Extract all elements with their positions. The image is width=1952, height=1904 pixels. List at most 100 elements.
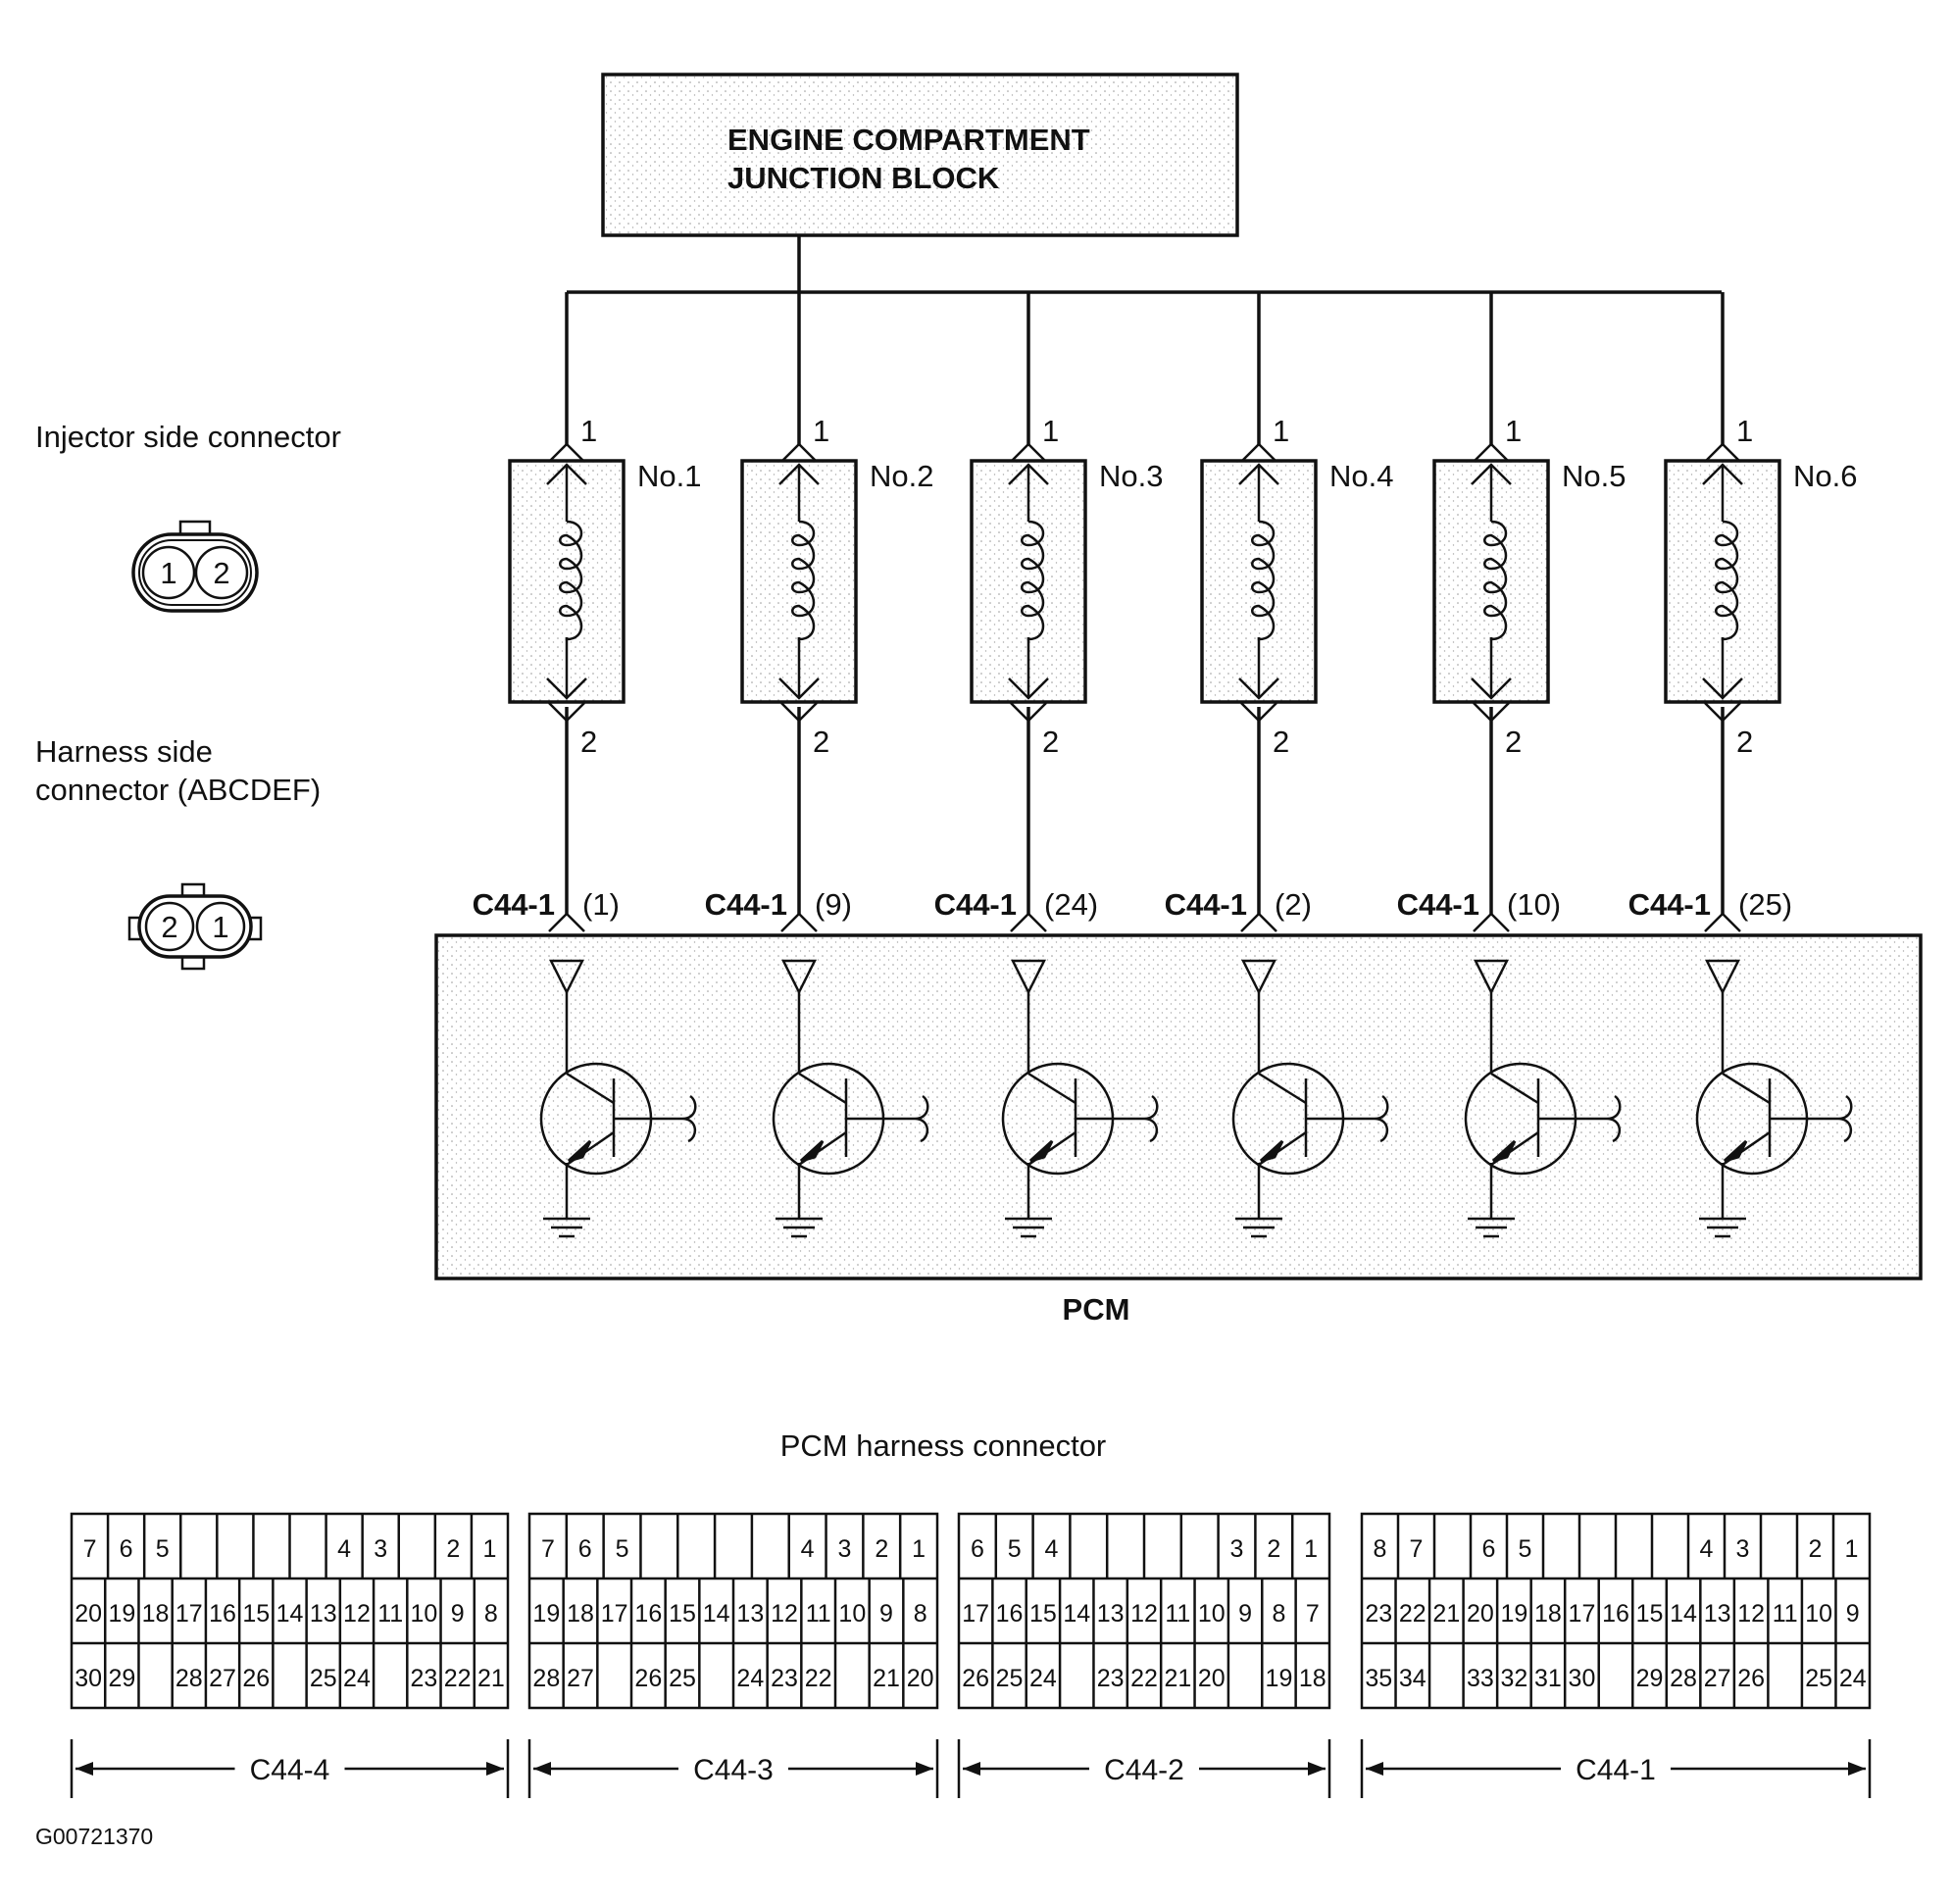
- pin-label: 7: [1306, 1600, 1320, 1628]
- pin-label: 5: [616, 1535, 629, 1563]
- pin-label: 21: [873, 1665, 900, 1692]
- pin-label: 6: [1482, 1535, 1496, 1563]
- power-bus: [567, 235, 1722, 294]
- pin-label: 15: [1029, 1600, 1057, 1628]
- pcm-pin-label: (25): [1738, 887, 1792, 922]
- injector-pin-bottom-label: 2: [1736, 725, 1753, 759]
- pin-label: 27: [1704, 1665, 1731, 1692]
- pcm-pin-label: (2): [1275, 887, 1312, 922]
- pin-label: 24: [1839, 1665, 1867, 1692]
- pin-label: 31: [1534, 1665, 1562, 1692]
- pin-label: 25: [996, 1665, 1024, 1692]
- pin-label: 14: [276, 1600, 304, 1628]
- pin-label: 18: [567, 1600, 594, 1628]
- pin-label: 7: [541, 1535, 555, 1563]
- pin-label: 10: [838, 1600, 866, 1628]
- pcm-pin-label: (1): [582, 887, 620, 922]
- driver-transistor-6: [1695, 959, 1853, 1238]
- pin-label: 15: [242, 1600, 270, 1628]
- pin-label: 13: [1097, 1600, 1125, 1628]
- connector-name-label: C44-4: [250, 1754, 330, 1786]
- pin-label: 21: [1164, 1665, 1191, 1692]
- pin-label: 34: [1399, 1665, 1426, 1692]
- pin-label: 26: [634, 1665, 662, 1692]
- pin-label: 14: [1670, 1600, 1697, 1628]
- pin-label: 26: [242, 1665, 270, 1692]
- pin-label: 15: [669, 1600, 696, 1628]
- pin-label: 20: [1198, 1665, 1226, 1692]
- injector-pin-top-label: 1: [1505, 414, 1522, 448]
- junction-block-label-2: JUNCTION BLOCK: [727, 161, 1000, 195]
- pin-label: 16: [996, 1600, 1024, 1628]
- harness-side-connector-label-2: connector (ABCDEF): [35, 773, 321, 807]
- injector-name-label: No.2: [870, 459, 933, 493]
- pin-label: 7: [1410, 1535, 1424, 1563]
- pin-label: 26: [1737, 1665, 1765, 1692]
- pin-label: 9: [879, 1600, 893, 1628]
- pin-label: 10: [411, 1600, 438, 1628]
- injector-side-pin-2: 2: [213, 556, 229, 590]
- driver-transistor-3: [1001, 959, 1159, 1238]
- pin-label: 6: [120, 1535, 133, 1563]
- harness-side-connector: Harness side connector (ABCDEF) 2 1: [35, 734, 321, 971]
- injector-pin-top-label: 1: [1042, 414, 1059, 448]
- pin-label: 29: [1636, 1665, 1664, 1692]
- injector-name-label: No.1: [637, 459, 701, 493]
- pcm-pin-label: (24): [1044, 887, 1098, 922]
- injector-pin-top-label: 1: [1736, 414, 1753, 448]
- injector-pin-top-label: 1: [813, 414, 829, 448]
- pcm-connector-label: C44-1: [705, 887, 787, 922]
- pin-label: 7: [83, 1535, 97, 1563]
- pin-label: 20: [907, 1665, 934, 1692]
- pin-label: 24: [1029, 1665, 1057, 1692]
- pin-label: 5: [1008, 1535, 1022, 1563]
- pin-label: 14: [1063, 1600, 1090, 1628]
- pin-label: 4: [1045, 1535, 1059, 1563]
- injector-pin-bottom-label: 2: [1505, 725, 1522, 759]
- pin-label: 28: [175, 1665, 203, 1692]
- pin-label: 22: [1399, 1600, 1426, 1628]
- pcm-connector-label: C44-1: [473, 887, 555, 922]
- pin-label: 25: [310, 1665, 337, 1692]
- pin-label: 16: [634, 1600, 662, 1628]
- pcm-connector-label: C44-1: [1165, 887, 1247, 922]
- pin-label: 1: [483, 1535, 497, 1563]
- injector-name-label: No.3: [1099, 459, 1163, 493]
- pin-label: 3: [838, 1535, 852, 1563]
- pin-label: 30: [75, 1665, 102, 1692]
- driver-transistor-2: [772, 959, 929, 1238]
- figure-id: G00721370: [35, 1824, 153, 1849]
- injector-pin-top-label: 1: [1273, 414, 1289, 448]
- driver-transistor-1: [539, 959, 697, 1238]
- pin-label: 13: [736, 1600, 764, 1628]
- injector-side-connector: Injector side connector 1 2: [35, 420, 341, 613]
- pin-label: 20: [75, 1600, 102, 1628]
- pin-label: 20: [1467, 1600, 1494, 1628]
- pin-label: 4: [1700, 1535, 1714, 1563]
- pin-label: 4: [337, 1535, 351, 1563]
- pin-label: 22: [805, 1665, 832, 1692]
- pcm-drivers: [539, 959, 1853, 1238]
- pin-label: 24: [736, 1665, 764, 1692]
- pin-label: 2: [875, 1535, 888, 1563]
- pin-label: 25: [1805, 1665, 1832, 1692]
- pin-label: 3: [1230, 1535, 1244, 1563]
- pcm-connector-label: C44-1: [934, 887, 1017, 922]
- pin-label: 19: [532, 1600, 560, 1628]
- pin-label: 13: [310, 1600, 337, 1628]
- pcm-pin-label: (9): [815, 887, 852, 922]
- pin-label: 16: [209, 1600, 236, 1628]
- driver-transistor-4: [1231, 959, 1389, 1238]
- pin-label: 10: [1805, 1600, 1832, 1628]
- injector-pin-bottom-label: 2: [580, 725, 597, 759]
